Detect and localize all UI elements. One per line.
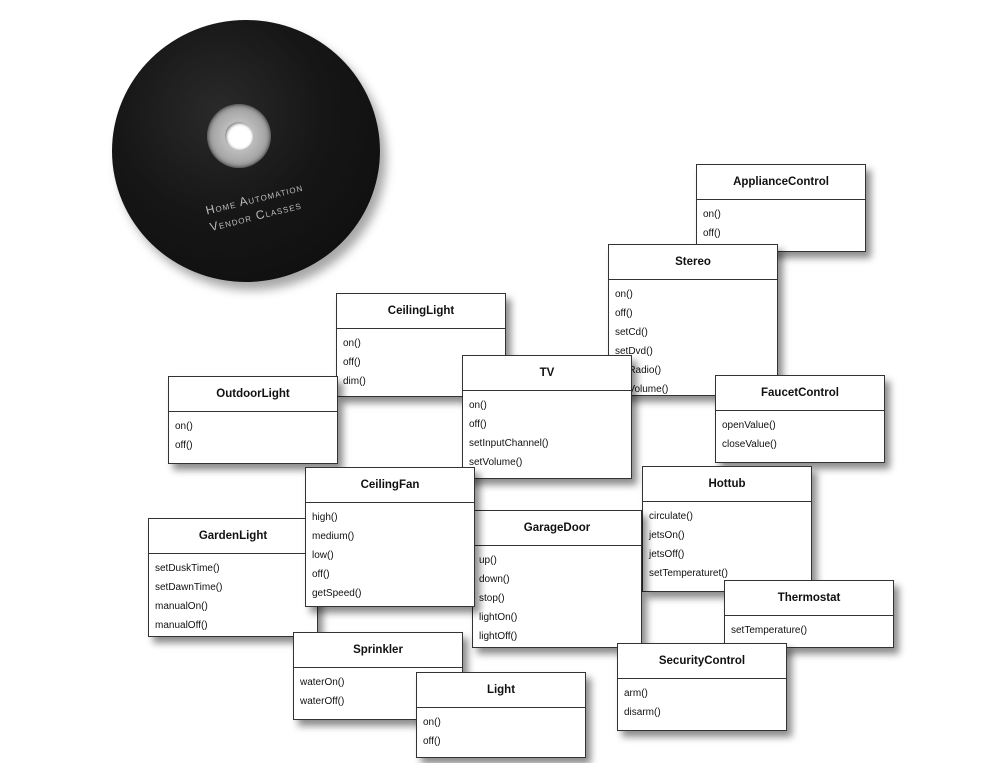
vendor-cd: Home Automation Vendor Classes xyxy=(112,20,380,282)
class-faucet-control: FaucetControl openValue() closeValue() xyxy=(715,375,885,463)
method-item: setRadio() xyxy=(615,365,662,376)
method-item: manualOn() xyxy=(155,601,208,612)
method-list: high() medium() low() off() getSpeed() xyxy=(306,503,474,603)
method-list: arm() disarm() xyxy=(618,679,786,722)
method-item: closeValue() xyxy=(722,439,777,450)
method-item: getSpeed() xyxy=(312,588,362,599)
method-item: waterOff() xyxy=(300,696,345,707)
class-name: FaucetControl xyxy=(716,376,884,411)
method-item: dim() xyxy=(343,376,366,387)
method-item: off() xyxy=(615,308,633,319)
class-outdoor-light: OutdoorLight on() off() xyxy=(168,376,338,464)
method-item: manualOff() xyxy=(155,620,208,631)
method-item: on() xyxy=(343,338,361,349)
method-item: low() xyxy=(312,550,334,561)
method-list: openValue() closeValue() xyxy=(716,411,884,454)
method-item: jetsOn() xyxy=(649,530,685,541)
class-name: CeilingFan xyxy=(306,468,474,503)
method-item: off() xyxy=(343,357,361,368)
method-item: off() xyxy=(312,569,330,580)
method-item: off() xyxy=(703,228,721,239)
class-name: SecurityControl xyxy=(618,644,786,679)
method-item: stop() xyxy=(479,593,505,604)
class-tv: TV on() off() setInputChannel() setVolume() xyxy=(462,355,632,479)
method-list: circulate() jetsOn() jetsOff() setTemperatu… xyxy=(643,502,811,583)
class-ceiling-fan: CeilingFan high() medium() low() off() getSp… xyxy=(305,467,475,607)
method-item: jetsOff() xyxy=(649,549,685,560)
method-item: arm() xyxy=(624,688,648,699)
method-item: setTemperaturet() xyxy=(649,568,728,579)
method-item: setInputChannel() xyxy=(469,438,549,449)
class-garage-door: GarageDoor up() down() stop() lightOn() ligh… xyxy=(472,510,642,648)
class-light: Light on() off() xyxy=(416,672,586,758)
class-name: CeilingLight xyxy=(337,294,505,329)
method-item: off() xyxy=(423,736,441,747)
method-item: lightOn() xyxy=(479,612,518,623)
method-item: lightOff() xyxy=(479,631,518,642)
class-name: Stereo xyxy=(609,245,777,280)
method-item: off() xyxy=(175,440,193,451)
class-name: Thermostat xyxy=(725,581,893,616)
method-item: setDawnTime() xyxy=(155,582,223,593)
method-item: openValue() xyxy=(722,420,776,431)
method-item: setDvd() xyxy=(615,346,653,357)
method-item: on() xyxy=(423,717,441,728)
method-item: on() xyxy=(615,289,633,300)
method-item: down() xyxy=(479,574,510,585)
method-list: setTemperature() xyxy=(725,616,893,640)
method-item: on() xyxy=(703,209,721,220)
method-list: up() down() stop() lightOn() lightOff() xyxy=(473,546,641,646)
method-list: on() off() dim() xyxy=(337,329,505,391)
method-list: on() off() setCd() setDvd() setRadio() setVol… xyxy=(609,280,777,399)
class-hottub: Hottub circulate() jetsOn() jetsOff() setTe… xyxy=(642,466,812,592)
class-security-control: SecurityControl arm() disarm() xyxy=(617,643,787,731)
cd-label: Home Automation Vendor Classes xyxy=(204,169,348,236)
class-name: TV xyxy=(463,356,631,391)
method-list: waterOn() waterOff() xyxy=(294,668,462,711)
class-name: ApplianceControl xyxy=(697,165,865,200)
method-item: setVolume() xyxy=(615,384,669,395)
class-name: Hottub xyxy=(643,467,811,502)
class-name: GardenLight xyxy=(149,519,317,554)
method-item: setVolume() xyxy=(469,457,523,468)
method-item: disarm() xyxy=(624,707,661,718)
method-item: on() xyxy=(469,400,487,411)
method-item: circulate() xyxy=(649,511,693,522)
method-list: on() off() setInputChannel() setVolume() xyxy=(463,391,631,472)
method-list: on() off() xyxy=(417,708,585,751)
class-name: GarageDoor xyxy=(473,511,641,546)
cd-hole xyxy=(225,122,253,150)
method-item: off() xyxy=(469,419,487,430)
class-garden-light: GardenLight setDuskTime() setDawnTime() ma… xyxy=(148,518,318,637)
method-item: setDuskTime() xyxy=(155,563,220,574)
method-item: medium() xyxy=(312,531,355,542)
class-name: OutdoorLight xyxy=(169,377,337,412)
class-appliance-control: ApplianceControl on() off() xyxy=(696,164,866,252)
method-list: on() off() xyxy=(697,200,865,243)
method-item: waterOn() xyxy=(300,677,345,688)
method-item: high() xyxy=(312,512,338,523)
class-name: Sprinkler xyxy=(294,633,462,668)
method-item: setCd() xyxy=(615,327,648,338)
method-list: setDuskTime() setDawnTime() manualOn() manu… xyxy=(149,554,317,635)
method-list: on() off() xyxy=(169,412,337,455)
method-item: setTemperature() xyxy=(731,625,808,636)
cd-center-ring xyxy=(207,104,271,168)
class-thermostat: Thermostat setTemperature() xyxy=(724,580,894,648)
method-item: up() xyxy=(479,555,497,566)
class-name: Light xyxy=(417,673,585,708)
class-stereo: Stereo on() off() setCd() setDvd() setRadio(… xyxy=(608,244,778,396)
method-item: on() xyxy=(175,421,193,432)
